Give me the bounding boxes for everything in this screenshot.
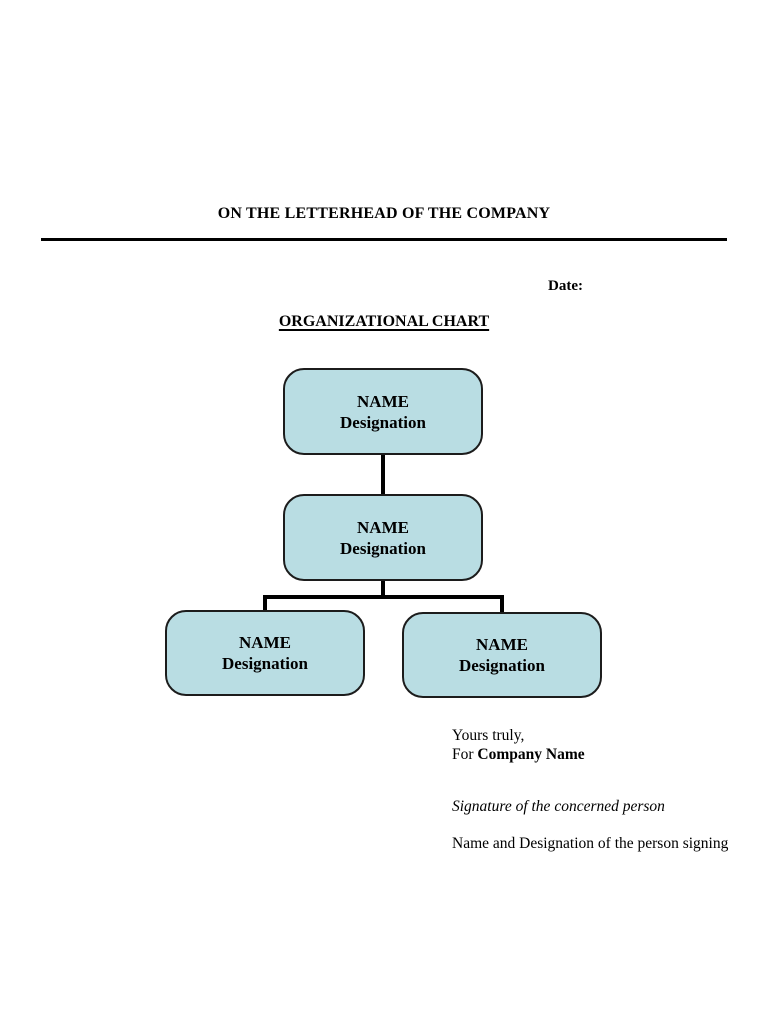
connector-drop-right xyxy=(500,595,504,613)
org-node-left: NAME Designation xyxy=(165,610,365,696)
company-name: Company Name xyxy=(477,746,585,763)
org-node-designation: Designation xyxy=(459,656,545,675)
org-node-designation: Designation xyxy=(222,654,308,673)
section-title: ORGANIZATIONAL CHART xyxy=(278,313,490,330)
org-node-right: NAME Designation xyxy=(402,612,602,698)
letterhead-title: ON THE LETTERHEAD OF THE COMPANY xyxy=(217,205,551,222)
section-title-wrap: ORGANIZATIONAL CHART xyxy=(0,313,768,331)
signature-note: Signature of the concerned person xyxy=(452,798,665,815)
org-node-name: NAME xyxy=(239,633,291,652)
org-node-top: NAME Designation xyxy=(283,368,483,455)
closing-line: Yours truly, xyxy=(452,727,525,744)
horizontal-rule xyxy=(41,238,727,241)
connector-horizontal xyxy=(263,595,504,599)
date-label: Date: xyxy=(548,278,583,294)
org-node-name: NAME xyxy=(357,391,409,411)
connector-top-to-middle xyxy=(381,453,385,495)
name-designation-note: Name and Designation of the person signi… xyxy=(452,835,729,852)
org-node-designation: Designation xyxy=(340,538,426,558)
for-company-line: For Company Name xyxy=(452,745,585,764)
org-node-middle: NAME Designation xyxy=(283,494,483,581)
org-node-name: NAME xyxy=(476,635,528,654)
connector-middle-down xyxy=(381,579,385,597)
org-node-designation: Designation xyxy=(340,412,426,432)
connector-drop-left xyxy=(263,595,267,611)
for-prefix: For xyxy=(452,746,478,763)
org-node-name: NAME xyxy=(357,517,409,537)
